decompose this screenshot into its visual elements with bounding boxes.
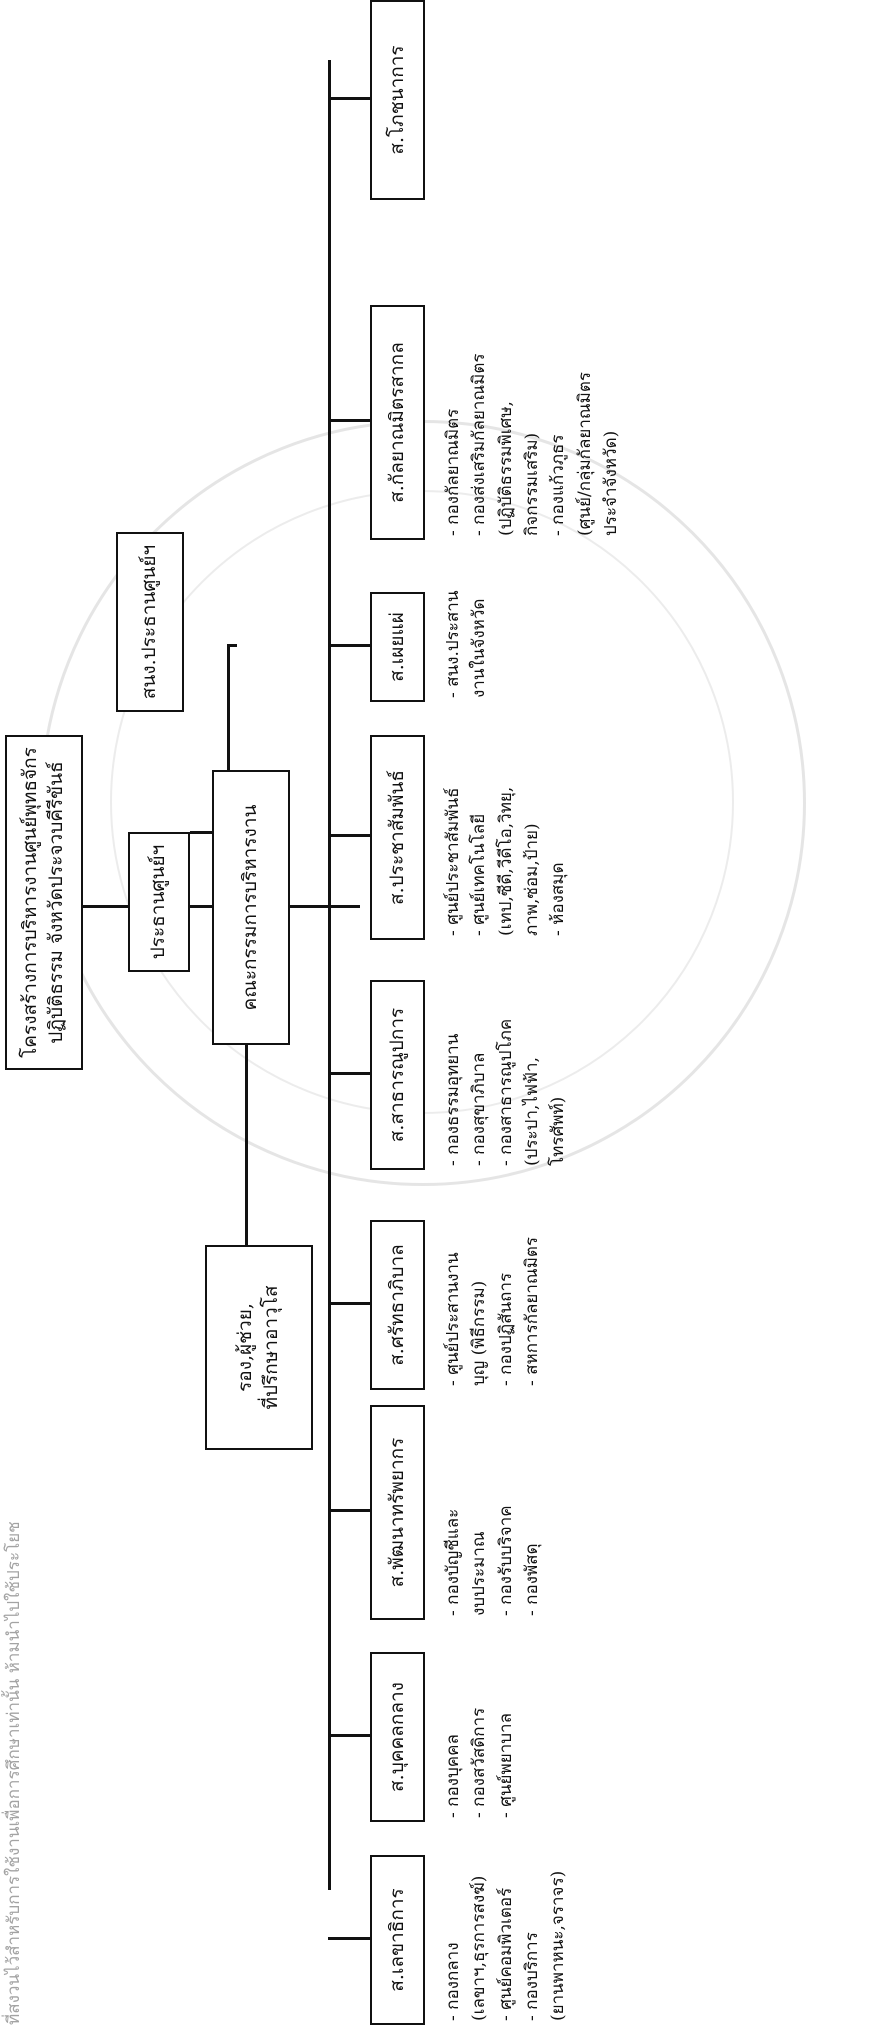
connector-bus-vertical	[290, 905, 330, 908]
duty-item: - ศูนย์เทคโนโลยี	[469, 813, 490, 936]
duty-item: - กองบุคคล	[443, 1734, 463, 1818]
duty-item: งบประมาณ	[469, 1531, 490, 1616]
duty-item: - กองปฏิสันถาร	[495, 1272, 516, 1386]
connector-dept-7	[328, 419, 370, 423]
connector-dept-8	[328, 97, 370, 100]
advisor-line-1: รอง,ผู้ช่วย,	[234, 1303, 257, 1392]
chart-title-box: โครงสร้างการบริหารงานศูนย์พุทธจักร ปฏิบั…	[5, 735, 83, 1070]
duty-item: - กองกัลยาณมิตร	[443, 408, 463, 536]
department-box: ส.เลขาธิการ	[370, 1855, 425, 2025]
connector-dept-4	[328, 1072, 370, 1075]
duty-item: - สนง.ประสาน	[443, 590, 463, 698]
connector-dept-3	[328, 1302, 370, 1305]
department-name: ส.เลขาธิการ	[385, 1888, 408, 1992]
duty-item: - กองสุขาภิบาล	[469, 1052, 490, 1166]
footer-watermark-text: ที่สงวนไว้สำหรับการใช้งานเพื่อการศึกษาเท…	[0, 1521, 27, 2025]
duty-item: - กองบริการ	[522, 1932, 543, 2021]
department-name: ส.กัลยาณมิตรสากล	[385, 342, 408, 503]
department-name: ส.ประชาสัมพันธ์	[385, 770, 408, 905]
department-duties: - กองบัญชีและ งบประมาณ- กองรับบริจาค - กอง…	[440, 1505, 545, 1616]
connector-dept-5	[328, 834, 370, 838]
duty-item: (ศูนย์/กลุ่มกัลยาณมิตร	[574, 371, 595, 536]
department-duties: - สนง.ประสาน งานในจังหวัด	[440, 591, 493, 698]
committee-box: คณะกรรมการบริหารงาน	[212, 770, 290, 1045]
duty-item: ประจำจังหวัด)	[601, 430, 622, 536]
duty-item: - สหการกัลยาณมิตร	[522, 1236, 543, 1386]
duty-item: - กองสาธารณูปโภค	[495, 1018, 516, 1166]
chart-title-line-2: ปฏิบัติธรรม จังหวัดประจวบคีรีขันธ์	[45, 761, 67, 1044]
duty-item: (เทป,ซีดี,วีดีโอ,วิทยุ,	[495, 786, 516, 936]
committee-label: คณะกรรมการบริหารงาน	[239, 804, 262, 1011]
duty-item: โทรศัพท์)	[548, 1096, 569, 1166]
department-box: ส.กัลยาณมิตรสากล	[370, 305, 425, 540]
department-box: ส.โภชนาการ	[370, 0, 425, 200]
footer-line-1: ที่สงวนไว้สำหรับการใช้งานเพื่อการศึกษาเท…	[4, 1521, 24, 2025]
duty-item: - ศูนย์คอมพิวเตอร์	[495, 1887, 516, 2021]
department-duties: - ศูนย์ประชาสัมพันธ์ - ศูนย์เทคโนโลยี(เทป…	[440, 787, 572, 936]
connector-dept-6	[328, 644, 370, 647]
duty-item: - กองกลาง	[443, 1942, 463, 2021]
advisor-box: รอง,ผู้ช่วย, ที่ปรึกษาอาวุโส	[205, 1245, 313, 1450]
duty-item: (ปฏิบัติธรรมพิเศษ,	[495, 401, 516, 536]
duty-item: กิจกรรมเสริม)	[522, 432, 543, 536]
duty-item: - ศูนย์พยาบาล	[495, 1713, 516, 1818]
duty-item: - กองพัสดุ	[522, 1543, 543, 1616]
department-duties: - กองกัลยาณมิตร - กองส่งเสริมกัลยาณมิตร(ป…	[440, 353, 624, 536]
duty-item: - กองส่งเสริมกัลยาณมิตร	[469, 353, 490, 536]
duty-item: - กองธรรมอุทยาน	[443, 1033, 463, 1166]
connector-committee-advisor	[245, 1045, 248, 1245]
duty-item: - ศูนย์ประสานงาน	[443, 1252, 463, 1386]
duty-item: ภาพ,ซ่อม,ป้าย)	[522, 823, 543, 936]
department-duties: - กองกลาง (เลขาฯ,ธุรการสงฆ์)- ศูนย์คอมพิว…	[440, 1871, 572, 2021]
department-box: ส.พัฒนาทรัพยากร	[370, 1405, 425, 1620]
department-box: ส.ประชาสัมพันธ์	[370, 735, 425, 940]
connector-bus-horizontal	[328, 60, 331, 1890]
department-box: ส.บุคคลกลาง	[370, 1652, 425, 1822]
department-duties: - กองบุคคล - กองสวัสดิการ- ศูนย์พยาบาล	[440, 1708, 519, 1818]
connector-title-president	[83, 905, 128, 908]
duty-item: บุญ (พิธีกรรม)	[469, 1280, 490, 1386]
department-duties: - กองธรรมอุทยาน - กองสุขาภิบาล- กองสาธารณ…	[440, 1019, 572, 1166]
connector-office-down	[227, 644, 237, 647]
connector-president-committee	[190, 905, 212, 908]
department-box: ส.สาธารณูปการ	[370, 980, 425, 1170]
department-name: ส.สาธารณูปการ	[385, 1007, 408, 1143]
president-box: ประธานศูนย์ฯ	[128, 832, 190, 972]
duty-item: - กองบัญชีและ	[443, 1508, 463, 1616]
duty-item: งานในจังหวัด	[469, 598, 490, 698]
president-office-box: สนง.ประธานศูนย์ฯ	[116, 532, 184, 712]
duty-item: - กองแก้วภูธร	[548, 434, 569, 536]
department-box: ส.เผยแผ่	[370, 592, 425, 702]
department-duties: - ศูนย์ประสานงาน บุญ (พิธีกรรม)- กองปฏิสั…	[440, 1237, 545, 1386]
connector-dept-0	[328, 1937, 370, 1940]
department-name: ส.พัฒนาทรัพยากร	[385, 1437, 408, 1588]
duty-item: - ห้องสมุด	[548, 862, 569, 937]
duty-item: (ประปา,ไฟฟ้า,	[522, 1057, 543, 1166]
department-name: ส.โภชนาการ	[385, 45, 408, 155]
president-office-label: สนง.ประธานศูนย์ฯ	[138, 544, 161, 700]
duty-item: - กองสวัสดิการ	[469, 1707, 490, 1818]
duty-item: (ยานพาหนะ,จราจร)	[548, 1870, 569, 2021]
department-name: ส.บุคคลกลาง	[385, 1682, 408, 1792]
connector-dept-2	[328, 1509, 370, 1513]
advisor-line-2: ที่ปรึกษาอาวุโส	[260, 1285, 282, 1410]
department-name: ส.เผยแผ่	[385, 612, 408, 682]
duty-item: - ศูนย์ประชาสัมพันธ์	[443, 787, 463, 936]
connector-dept-1	[328, 1734, 370, 1737]
department-box: ส.ศรัทธาภิบาล	[370, 1220, 425, 1390]
duty-item: (เลขาฯ,ธุรการสงฆ์)	[469, 1875, 490, 2021]
department-name: ส.ศรัทธาภิบาล	[385, 1244, 408, 1366]
duty-item: - กองรับบริจาค	[495, 1505, 516, 1616]
president-label: ประธานศูนย์ฯ	[147, 844, 170, 960]
chart-title-line-1: โครงสร้างการบริหารงานศูนย์พุทธจักร	[19, 747, 42, 1058]
